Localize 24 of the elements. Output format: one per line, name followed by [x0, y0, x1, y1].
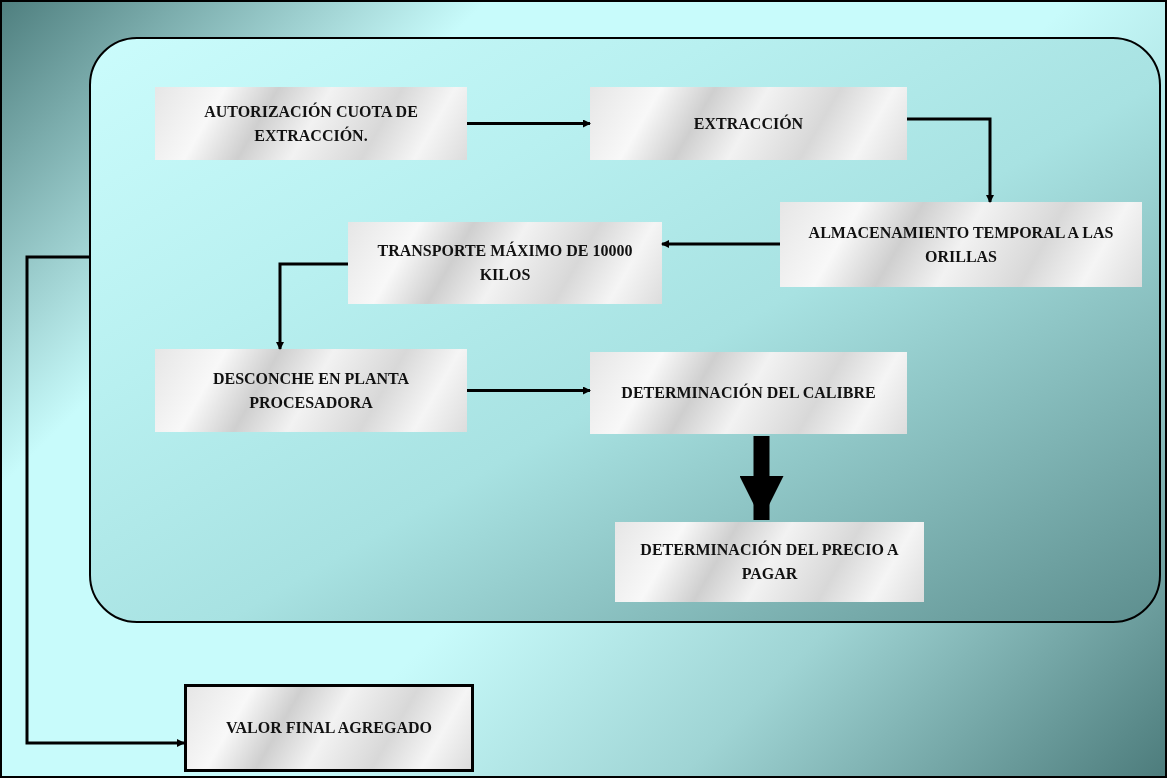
process-box — [590, 87, 907, 160]
box-label: TRANSPORTE MÁXIMO DE 10000 KILOS — [376, 240, 634, 285]
rounded-panel — [89, 37, 1161, 623]
box-label: EXTRACCIÓN — [692, 113, 805, 134]
box-label: DETERMINACIÓN DEL CALIBRE — [620, 382, 877, 403]
box-label: DESCONCHE EN PLANTA PROCESADORA — [211, 368, 411, 413]
box-label: DETERMINACIÓN DEL PRECIO A PAGAR — [639, 539, 900, 584]
box-label: AUTORIZACIÓN CUOTA DE EXTRACCIÓN. — [203, 101, 419, 146]
arrow — [276, 262, 348, 350]
process-box — [184, 684, 474, 772]
arrow — [25, 255, 185, 747]
process-box — [590, 352, 907, 434]
arrow — [467, 386, 591, 395]
arrow — [467, 119, 591, 128]
process-box — [780, 202, 1142, 287]
process-box — [155, 87, 467, 160]
arrow — [907, 117, 994, 203]
arrow — [661, 240, 780, 248]
box-label: ALMACENAMIENTO TEMPORAL A LAS ORILLAS — [807, 222, 1115, 267]
block-arrow — [739, 436, 784, 520]
box-label: VALOR FINAL AGREGADO — [225, 718, 433, 738]
process-box — [155, 349, 467, 432]
process-box — [615, 522, 924, 602]
process-box — [348, 222, 662, 304]
